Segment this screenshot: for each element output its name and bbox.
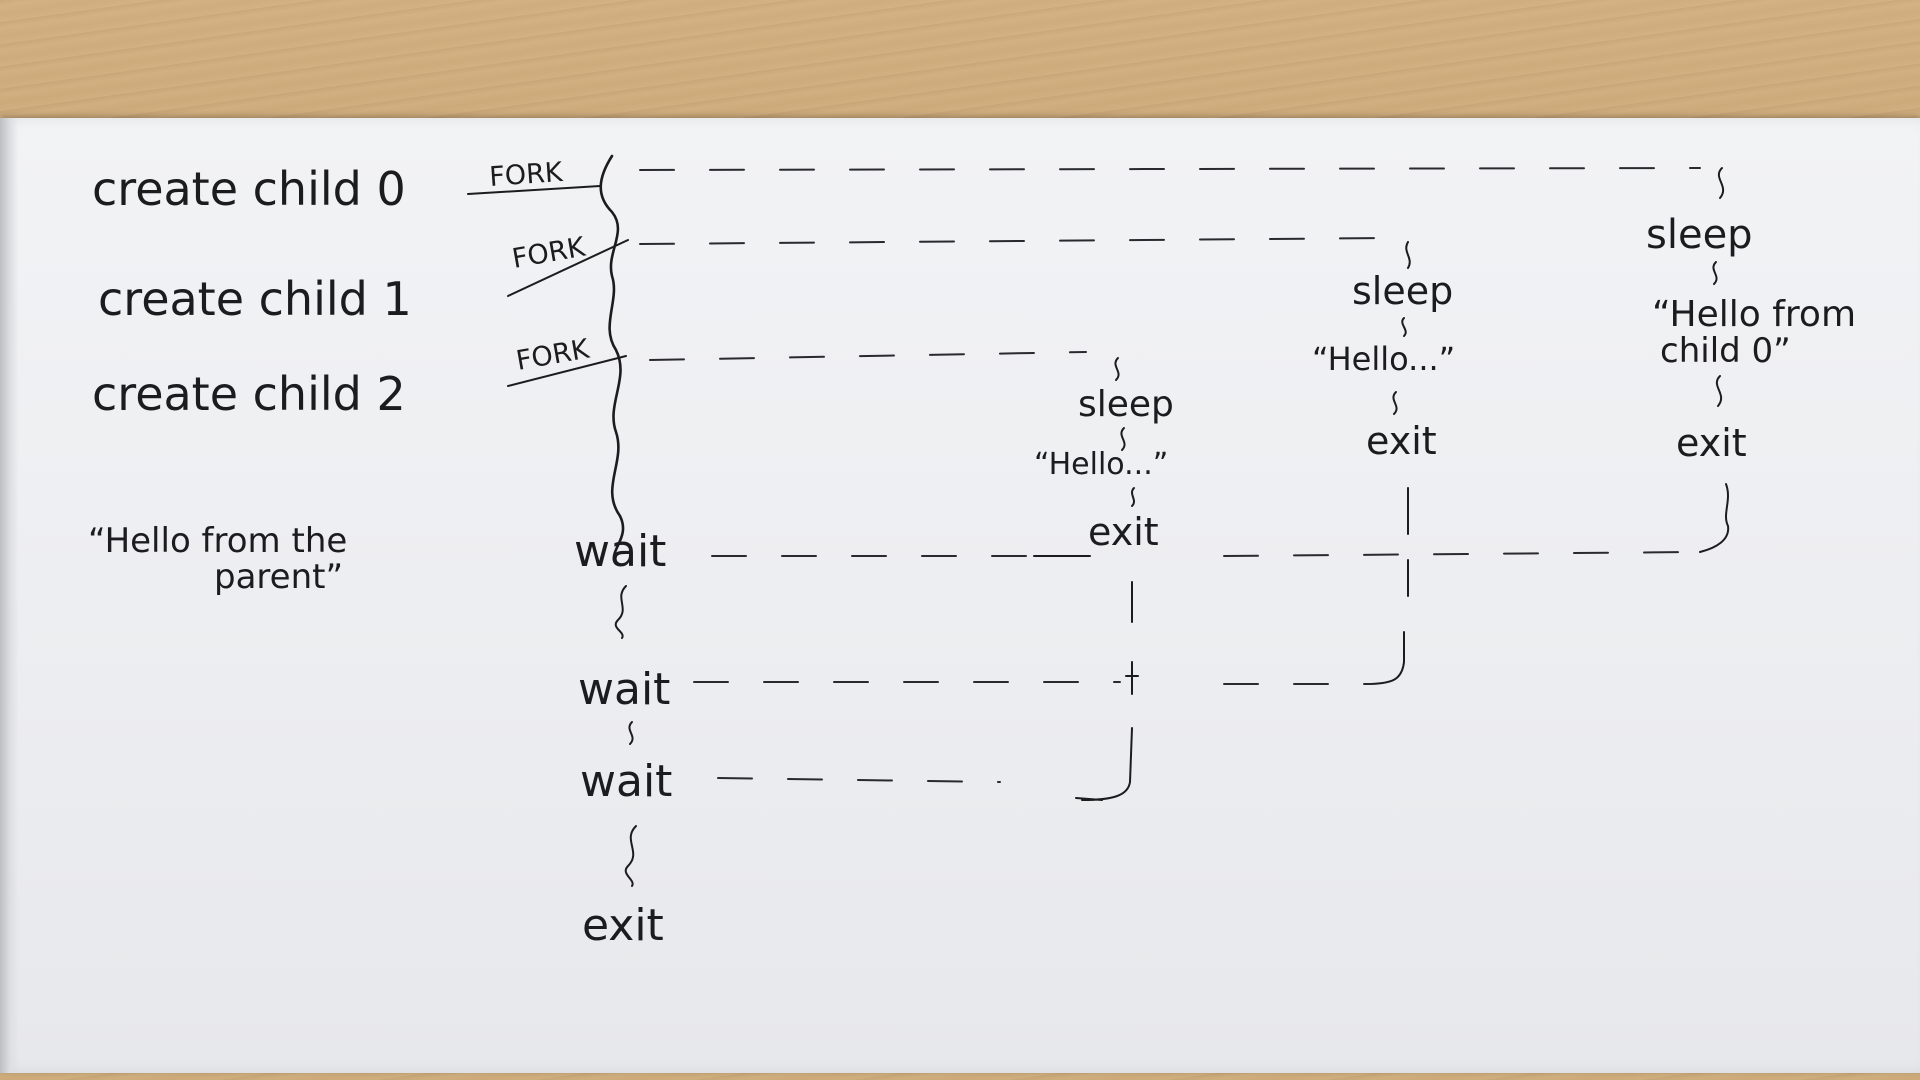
child-0-message-line1: “Hello from <box>1652 294 1856 335</box>
parent-wait-2: wait <box>578 664 670 715</box>
paper-binding-edge <box>0 118 18 1073</box>
child-2-return-line <box>1081 581 1139 801</box>
child-1-exit: exit <box>1366 419 1437 463</box>
squiggle-c2-top <box>1114 357 1120 381</box>
parent-wait-1: wait <box>574 526 666 577</box>
create-child-0-label: create child 0 <box>92 162 406 216</box>
child-0-message-line2: child 0” <box>1660 331 1791 371</box>
squiggle-c2-mid <box>1120 427 1126 451</box>
create-child-2-label: create child 2 <box>92 367 406 421</box>
child-1-message: “Hello...” <box>1312 340 1455 378</box>
squiggle-wait1-wait2 <box>614 585 627 639</box>
parent-message-line1: “Hello from the <box>88 521 347 561</box>
parent-exit: exit <box>582 900 664 951</box>
squiggle-c0-bottom <box>1715 375 1723 407</box>
fork-dash-child-0 <box>639 167 1701 171</box>
wait-dash-3 <box>717 777 1001 783</box>
paper-sheet <box>0 118 1920 1073</box>
wait-dash-3-end <box>1075 797 1103 801</box>
fork-dash-child-1 <box>639 237 1395 245</box>
child-0-sleep: sleep <box>1646 212 1753 258</box>
squiggle-wait2-wait3 <box>628 721 634 745</box>
fork-line-2 <box>507 355 627 387</box>
parent-message-line2: parent” <box>214 557 343 597</box>
fork-label-2: FORK <box>514 333 593 376</box>
parent-wait-3: wait <box>580 756 672 807</box>
parent-timeline <box>599 154 625 562</box>
squiggle-c1-bottom <box>1392 391 1398 415</box>
squiggle-c2-bottom <box>1131 487 1135 507</box>
fork-label-1: FORK <box>510 231 589 274</box>
squiggle-wait3-exit <box>624 825 637 887</box>
squiggle-c1-mid <box>1401 317 1407 337</box>
child-2-exit: exit <box>1088 510 1159 554</box>
wait-dash-1-c <box>1223 551 1701 557</box>
fork-dash-child-2 <box>649 351 1087 361</box>
fork-line-0 <box>467 185 601 195</box>
squiggle-c1-top <box>1405 241 1411 269</box>
child-2-sleep: sleep <box>1078 384 1174 425</box>
child-2-message: “Hello...” <box>1034 447 1168 482</box>
child-0-return-line <box>1699 483 1730 553</box>
child-1-return-line <box>1365 487 1409 685</box>
fork-label-0: FORK <box>488 157 565 193</box>
child-1-sleep: sleep <box>1352 269 1453 313</box>
squiggle-c0-mid <box>1712 261 1718 285</box>
create-child-1-label: create child 1 <box>98 272 412 326</box>
child-0-exit: exit <box>1676 421 1747 465</box>
squiggle-c0-top <box>1717 167 1725 199</box>
fork-line-1 <box>507 239 629 297</box>
